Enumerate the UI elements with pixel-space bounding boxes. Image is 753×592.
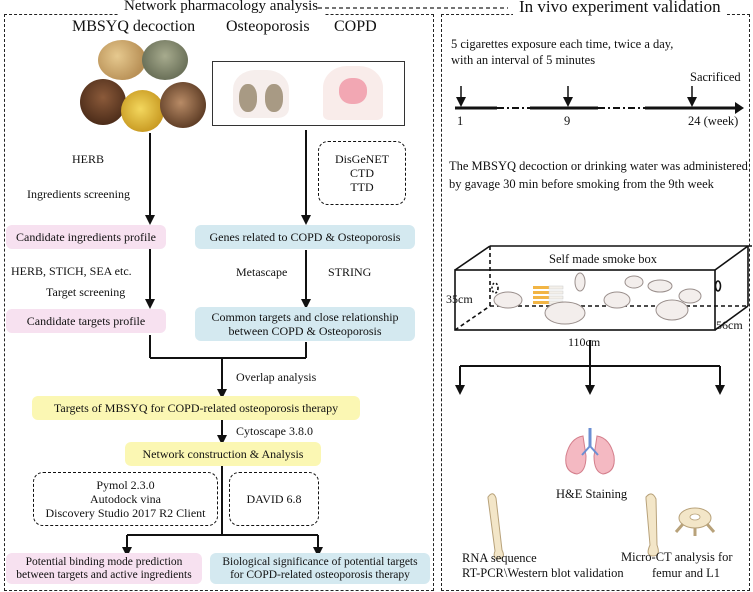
tool-pymol: Pymol 2.3.0 [96,478,155,492]
rna-line2: RT-PCR\Western blot validation [462,566,624,580]
timeline-week-9: 9 [564,114,571,128]
candidate-targets-label: Candidate targets profile [26,314,146,328]
herb-image-2 [142,40,188,80]
david-box: DAVID 6.8 [229,472,319,526]
common-targets-line1: Common targets and close relationship [211,310,399,324]
herb-image-1 [98,40,146,80]
herb-label: HERB [72,152,105,166]
smoke-box-label: Self made smoke box [549,252,657,266]
bone-icon [487,493,504,560]
microct-line2: femur and L1 [652,566,721,580]
ingredients-screening-label: Ingredients screening [27,187,130,201]
david-label: DAVID 6.8 [246,492,302,506]
pelvis-lesion-right [265,84,283,112]
cytoscape-label: Cytoscape 3.8.0 [236,424,313,438]
docking-tools-box: Pymol 2.3.0 Autodock vina Discovery Stud… [33,472,218,526]
dim-depth-label: 56cm [716,318,743,332]
tool-discovery-studio: Discovery Studio 2017 R2 Client [45,506,206,520]
timeline [455,86,744,114]
left-panel-title: Network pharmacology analysis [118,0,325,15]
genes-related-box: Genes related to COPD & Osteoporosis [195,225,415,249]
common-targets-line2: between COPD & Osteoporosis [228,324,382,338]
exposure-line1: 5 cigarettes exposure each time, twice a… [451,37,674,51]
biological-significance-line2: for COPD-related osteoporosis therapy [230,568,410,581]
disease-databases-box: DisGeNET CTD TTD [318,141,406,205]
tool-autodock: Autodock vina [90,492,161,506]
binding-mode-box: Potential binding mode prediction betwee… [6,553,202,584]
he-staining-label: H&E Staining [556,487,628,501]
admin-line2: by gavage 30 min before smoking from the… [449,177,714,191]
candidate-ingredients-box: Candidate ingredients profile [6,225,166,249]
sacrificed-label: Sacrificed [690,70,741,84]
exposure-line2: with an interval of 5 minutes [451,53,596,67]
herb-image-4 [121,90,164,132]
osteoporosis-label: Osteoporosis [226,18,310,35]
femur-icon [645,493,659,557]
copd-label: COPD [334,18,377,35]
vertebra-icon [674,507,716,536]
database-ctd: CTD [350,166,374,180]
database-disgenet: DisGeNET [335,152,389,166]
rna-line1: RNA sequence [462,551,537,565]
timeline-week-1: 1 [457,114,464,128]
network-construction-box: Network construction & Analysis [125,442,321,466]
common-targets-box: Common targets and close relationship be… [195,307,415,341]
admin-line1: The MBSYQ decoction or drinking water wa… [449,159,748,173]
small-lung-icon [339,78,367,104]
overlap-analysis-label: Overlap analysis [236,370,317,384]
dim-length-label: 110cm [568,335,601,349]
database-ttd: TTD [350,180,374,194]
binding-mode-line1: Potential binding mode prediction [25,555,183,568]
disease-illustration-box [212,61,405,126]
candidate-ingredients-label: Candidate ingredients profile [16,230,156,244]
candidate-targets-box: Candidate targets profile [6,309,166,333]
lung-icon [565,428,615,475]
herb-image-5 [160,82,206,128]
herb-image-3 [80,79,126,125]
cigarette-icon [533,285,564,305]
targets-mbsyq-label: Targets of MBSYQ for COPD-related osteop… [53,401,339,415]
dim-height-label: 35cm [446,292,473,306]
network-construction-label: Network construction & Analysis [142,447,304,461]
binding-mode-line2: between targets and active ingredients [16,568,192,581]
target-screening-label: Target screening [46,285,126,299]
herb-stich-label: HERB, STICH, SEA etc. [11,264,132,278]
right-panel-title: In vivo experiment validation [513,0,727,17]
pelvis-lesion-left [239,84,257,112]
biological-significance-line1: Biological significance of potential tar… [222,555,418,568]
decoction-title: MBSYQ decoction [72,18,196,35]
timeline-week-24: 24 (week) [688,114,739,128]
targets-mbsyq-box: Targets of MBSYQ for COPD-related osteop… [32,396,360,420]
metascape-label: Metascape [236,265,288,279]
biological-significance-box: Biological significance of potential tar… [210,553,430,584]
microct-line1: Micro-CT analysis for [621,550,733,564]
genes-related-label: Genes related to COPD & Osteoporosis [209,230,401,244]
string-label: STRING [328,265,372,279]
mouse-icon [493,272,702,325]
